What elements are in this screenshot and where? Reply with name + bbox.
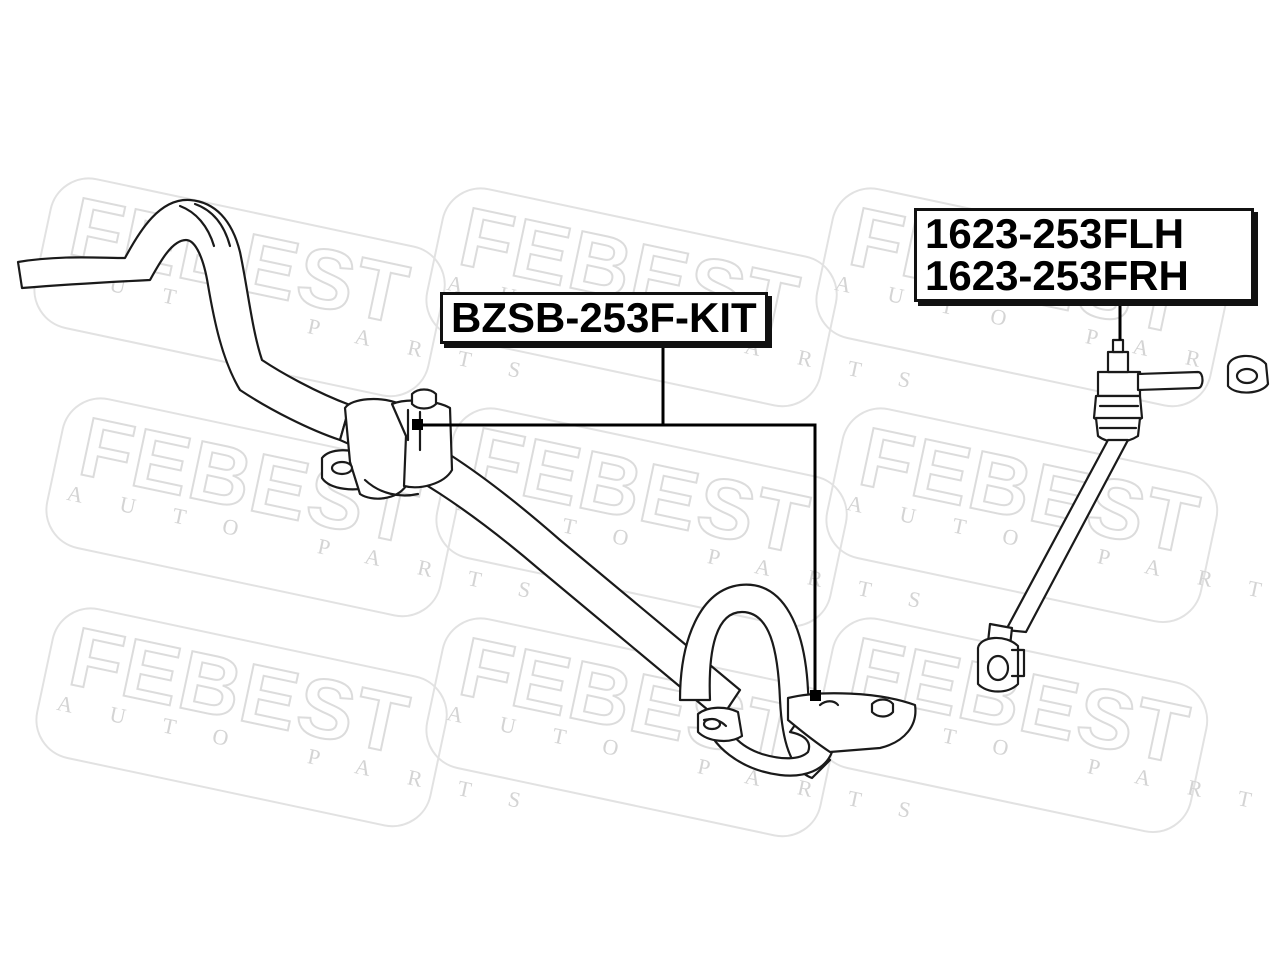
part-number-kit: BZSB-253F-KIT — [451, 294, 757, 341]
part-label-stabilizer-link: 1623-253FLH 1623-253FRH — [914, 208, 1254, 302]
part-label-bushing-kit: BZSB-253F-KIT — [440, 292, 768, 344]
leader-point-left — [412, 419, 423, 430]
stabilizer-bar-left-arm — [16, 198, 352, 442]
part-number-link-left: 1623-253FLH — [925, 210, 1185, 257]
leader-kit-right — [663, 423, 817, 695]
part-number-link-right: 1623-253FRH — [925, 252, 1189, 299]
link-nut — [1226, 354, 1270, 394]
stabilizer-bushing-left — [320, 388, 454, 500]
leader-lines — [418, 302, 1122, 695]
leader-point-right — [810, 690, 821, 701]
stabilizer-bushing-right — [696, 692, 917, 754]
stabilizer-bar-right-bend — [678, 583, 834, 780]
leader-kit-left — [418, 340, 665, 427]
stabilizer-link — [976, 338, 1204, 693]
